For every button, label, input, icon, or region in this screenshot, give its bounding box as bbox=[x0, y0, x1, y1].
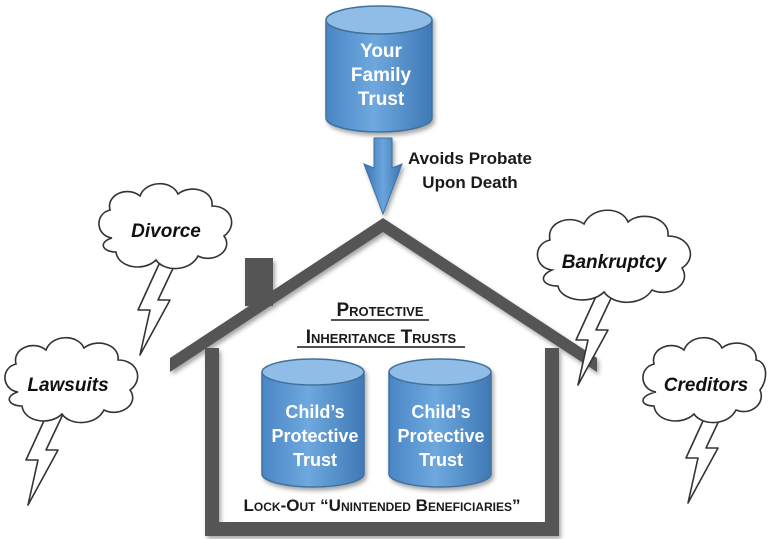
family-trust-line-2: Family bbox=[351, 65, 412, 86]
child-trust-1-line-1: Child’s bbox=[285, 402, 344, 422]
divorce-storm-cloud-icon bbox=[98, 182, 233, 356]
house-title-line-2: Inheritance Trusts bbox=[306, 327, 457, 348]
threat-bankruptcy: Bankruptcy bbox=[562, 252, 668, 273]
child-trust-2-line-1: Child’s bbox=[411, 402, 470, 422]
lawsuits-storm-cloud-icon bbox=[4, 336, 139, 506]
family-trust-line-3: Trust bbox=[358, 89, 405, 110]
child-trust-2-line-2: Protective bbox=[397, 426, 484, 446]
family-trust-line-1: Your bbox=[360, 41, 402, 62]
creditors-storm-cloud-icon bbox=[642, 336, 767, 504]
house-title-line-2-text: Inheritance Trusts bbox=[306, 327, 457, 348]
family-trust-cylinder bbox=[325, 5, 433, 133]
threat-lawsuits: Lawsuits bbox=[27, 375, 108, 396]
house-title-line-1-text: Protective bbox=[336, 300, 423, 321]
child-trust-cylinder-1 bbox=[261, 358, 365, 488]
threat-divorce: Divorce bbox=[131, 221, 201, 242]
lockout-caption: Lock-Out “Unintended Beneficiaries” bbox=[244, 496, 521, 515]
arrow-caption-line-2: Upon Death bbox=[422, 173, 517, 192]
bankruptcy-storm-cloud-icon bbox=[536, 209, 692, 386]
child-trust-1-line-2: Protective bbox=[271, 426, 358, 446]
child-trust-1-line-3: Trust bbox=[293, 450, 337, 470]
child-trust-cylinder-2 bbox=[388, 358, 492, 488]
house-title-line-1: Protective bbox=[336, 300, 423, 321]
house-outline bbox=[170, 218, 597, 536]
child-trust-2-line-3: Trust bbox=[419, 450, 463, 470]
arrow-caption-line-1: Avoids Probate bbox=[408, 149, 532, 168]
threat-creditors: Creditors bbox=[664, 375, 748, 396]
down-arrow-icon bbox=[363, 137, 403, 216]
lockout-caption-text: Lock-Out “Unintended Beneficiaries” bbox=[244, 496, 521, 515]
